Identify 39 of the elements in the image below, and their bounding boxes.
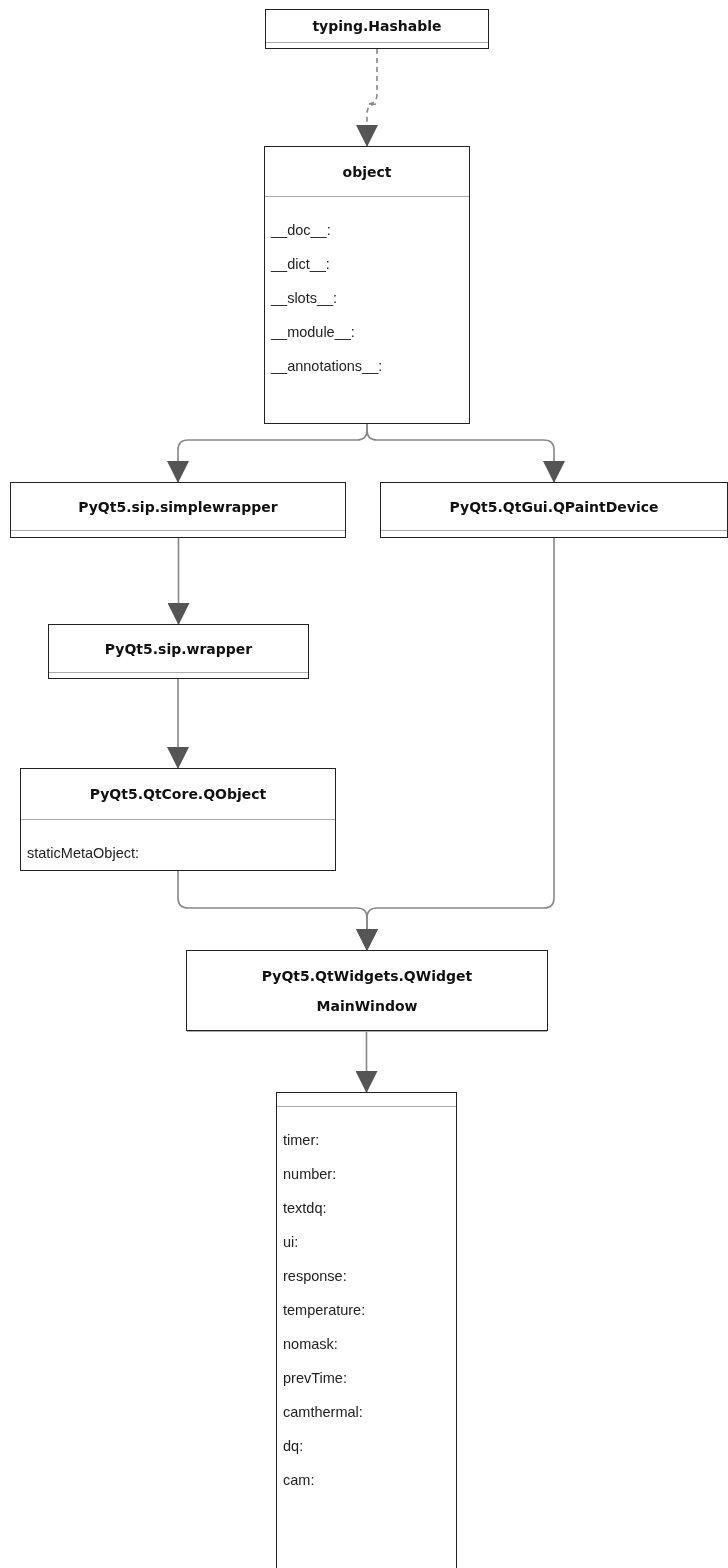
class-box (264, 146, 470, 424)
class-box (10, 482, 346, 538)
attribute-text: __doc__: (271, 221, 331, 240)
attribute-text: number: (283, 1165, 337, 1184)
inheritance-arrow (356, 537, 555, 951)
attribute-text: nomask: (283, 1335, 338, 1354)
class-name: typing.Hashable (312, 17, 442, 36)
attribute-text: response: (283, 1267, 347, 1286)
attribute-text: textdq: (283, 1199, 327, 1218)
class-name: PyQt5.QtCore.QObject (89, 785, 267, 804)
class-name: MainWindow (316, 997, 418, 1016)
attribute-text: staticMetaObject: (27, 844, 139, 863)
inheritance-arrow (366, 423, 565, 483)
class-name: PyQt5.QtGui.QPaintDevice (449, 497, 659, 517)
attribute-text: __annotations__: (271, 357, 383, 376)
attribute-text: __dict__: (271, 255, 330, 274)
class-name: PyQt5.QtWidgets.QWidget (261, 967, 473, 986)
class-name: PyQt5.sip.simplewrapper (78, 497, 278, 517)
attribute-text: timer: (283, 1131, 320, 1150)
class-name: object (342, 162, 392, 182)
attribute-text: cam: (283, 1471, 315, 1490)
class-box (380, 482, 728, 538)
dashed-arrow (356, 48, 378, 147)
attribute-text: prevTime: (283, 1369, 347, 1388)
inheritance-arrow (167, 678, 189, 769)
class-box (265, 9, 489, 49)
class-name: PyQt5.sip.wrapper (104, 639, 253, 659)
attribute-text: dq: (283, 1437, 304, 1456)
inheritance-arrow (167, 537, 190, 625)
class-box (186, 950, 548, 1031)
class-box (20, 768, 336, 871)
class-box (276, 1092, 457, 1568)
attribute-text: camthermal: (283, 1403, 363, 1422)
class-box (48, 624, 309, 679)
inheritance-arrow (355, 1030, 378, 1093)
attribute-text: temperature: (283, 1301, 366, 1320)
attribute-text: __module__: (271, 323, 355, 342)
attribute-text: ui: (283, 1233, 299, 1252)
attribute-text: __slots__: (271, 289, 338, 308)
